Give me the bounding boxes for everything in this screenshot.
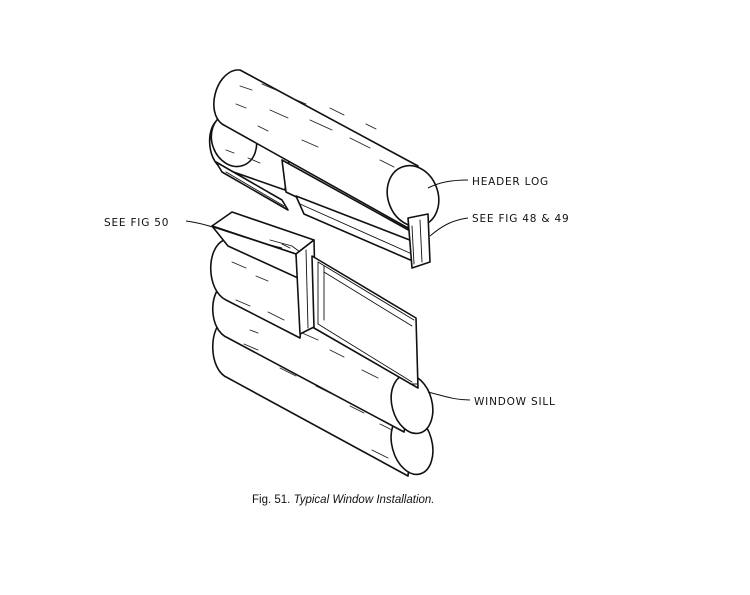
header-log-label: HEADER LOG (472, 176, 549, 188)
see-fig-48-49-label: SEE FIG 48 & 49 (472, 213, 569, 225)
fig-50-leader (185, 220, 283, 249)
header-log-leader (427, 179, 469, 189)
window-sash (311, 255, 419, 389)
upper-log-assembly (208, 69, 440, 269)
lower-log-assembly (209, 211, 434, 477)
figure-caption: Fig. 51. Typical Window Installation. (252, 494, 435, 506)
window-sill-label: WINDOW SILL (474, 396, 556, 408)
figure-title: Typical Window Installation. (293, 494, 435, 506)
fig-48-49-leader (429, 217, 469, 237)
figure-number: Fig. 51. (252, 494, 291, 506)
see-fig-50-label: SEE FIG 50 (104, 217, 169, 229)
window-sill-leader (427, 391, 471, 401)
